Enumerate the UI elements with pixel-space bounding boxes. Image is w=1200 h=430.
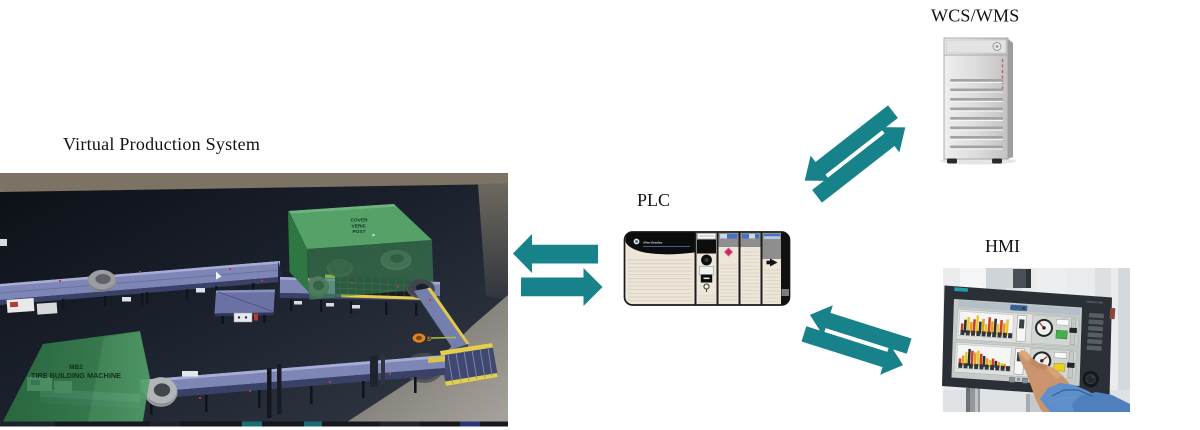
- svg-text:PLC: PLC: [637, 190, 670, 210]
- svg-text:Virtual Production System: Virtual Production System: [63, 134, 260, 154]
- svg-text:POST: POST: [352, 229, 365, 235]
- svg-text:VERIF.: VERIF.: [352, 224, 367, 230]
- svg-text:S: S: [427, 337, 431, 343]
- svg-text:SIMATIC HMI: SIMATIC HMI: [1086, 300, 1103, 305]
- svg-text:HMI: HMI: [985, 236, 1020, 256]
- svg-text:WCS/WMS: WCS/WMS: [931, 6, 1019, 26]
- svg-text:MB2: MB2: [69, 364, 83, 371]
- svg-text:Allen-Bradley: Allen-Bradley: [642, 241, 663, 245]
- svg-text:COVER: COVER: [350, 218, 368, 224]
- svg-text:TIRE BUILDING MACHINE: TIRE BUILDING MACHINE: [31, 371, 121, 380]
